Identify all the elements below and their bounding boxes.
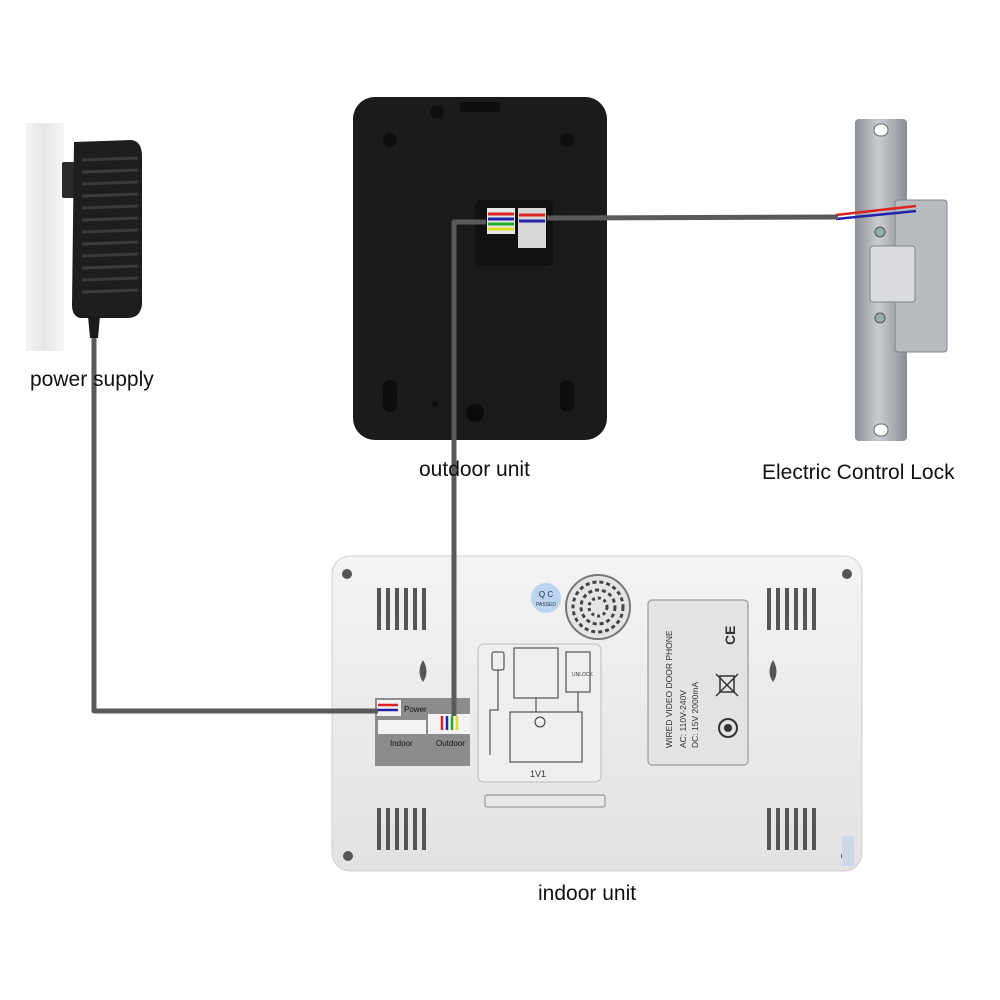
outdoor-mic-hole (432, 401, 438, 407)
spec-dc: DC: 15V 2000mA (690, 682, 700, 748)
lock-screw (874, 312, 886, 324)
indoor-unit-device: Q C PASSED WIRED VIDEO DOOR PHONE AC: 11… (331, 555, 863, 872)
indoor-vent-top-left (377, 588, 426, 630)
outdoor-connector (428, 714, 470, 734)
outdoor-unit-body (353, 97, 607, 440)
outdoor-unit-device (353, 97, 607, 440)
outdoor-mount-hole (560, 133, 574, 147)
power-supply-adapter (26, 123, 142, 351)
outdoor-bottom-hole (466, 404, 484, 422)
power-supply-label: power supply (30, 368, 154, 391)
certification-icon (718, 718, 738, 738)
lock-wire-blue (835, 209, 917, 221)
indoor-keyhole-left (419, 660, 427, 682)
indoor-wire-colors (378, 703, 459, 730)
lock-wire-red (835, 204, 917, 217)
indoor-speaker-grill (565, 574, 631, 640)
outdoor-port-label: Outdoor (436, 739, 465, 748)
indoor-connector (378, 720, 426, 734)
indoor-keyhole-right (769, 660, 777, 682)
outdoor-wire-colors (488, 212, 545, 231)
power-port-label: Power (404, 705, 427, 714)
bottom-slot (484, 794, 606, 808)
diagram-caption: 1V1 (530, 769, 546, 779)
barcode-sticker (842, 836, 854, 866)
indoor-vent-bottom-right (767, 808, 816, 850)
lock-keeper (869, 245, 916, 303)
spec-title: WIRED VIDEO DOOR PHONE (664, 630, 674, 748)
mini-unlock-label: UNLOCK (572, 672, 594, 678)
certification-icon-center (724, 724, 732, 732)
outdoor-screw-hole (430, 105, 444, 119)
wall-plate (26, 123, 64, 351)
power-connector (377, 700, 401, 716)
ce-mark: CE (722, 626, 738, 645)
electric-lock-device (835, 119, 948, 441)
indoor-port-label: Indoor (390, 739, 413, 748)
outdoor-mount-slot (560, 380, 574, 412)
indoor-screw (342, 569, 352, 579)
lock-cable (546, 214, 839, 221)
spec-label-plate (647, 599, 749, 766)
outdoor-indoor-cable (451, 219, 486, 716)
adapter-ribs (81, 156, 139, 294)
power-cable (91, 338, 378, 714)
outdoor-unit-label: outdoor unit (419, 458, 530, 481)
spec-ac: AC: 110V-240V (678, 690, 688, 748)
weee-bin-icon (715, 673, 739, 697)
outdoor-mount-slot (383, 380, 397, 412)
lock-screw-slot (873, 423, 889, 437)
outdoor-mount-hole (383, 133, 397, 147)
qc-label: Q C (539, 590, 553, 599)
wiring-diagram-sticker (477, 643, 602, 783)
qc-passed-sticker (531, 583, 561, 613)
mini-wiring-diagram (489, 647, 591, 763)
lock-screw (874, 226, 886, 238)
cables (91, 214, 839, 716)
indoor-vent-top-right (767, 588, 816, 630)
adapter-prongs (62, 162, 76, 198)
adapter-cable-strain-relief (88, 316, 100, 338)
lock-screw-slot (873, 123, 889, 137)
qc-passed-label: PASSED (536, 602, 556, 608)
indoor-screw (842, 569, 852, 579)
electric-lock-label: Electric Control Lock (762, 461, 955, 484)
indoor-screw (343, 851, 353, 861)
outdoor-top-slot (460, 102, 500, 112)
indoor-vent-bottom-left (377, 808, 426, 850)
indoor-unit-label: indoor unit (538, 882, 637, 905)
spec-text-group: WIRED VIDEO DOOR PHONE AC: 110V-240V DC:… (664, 630, 700, 748)
